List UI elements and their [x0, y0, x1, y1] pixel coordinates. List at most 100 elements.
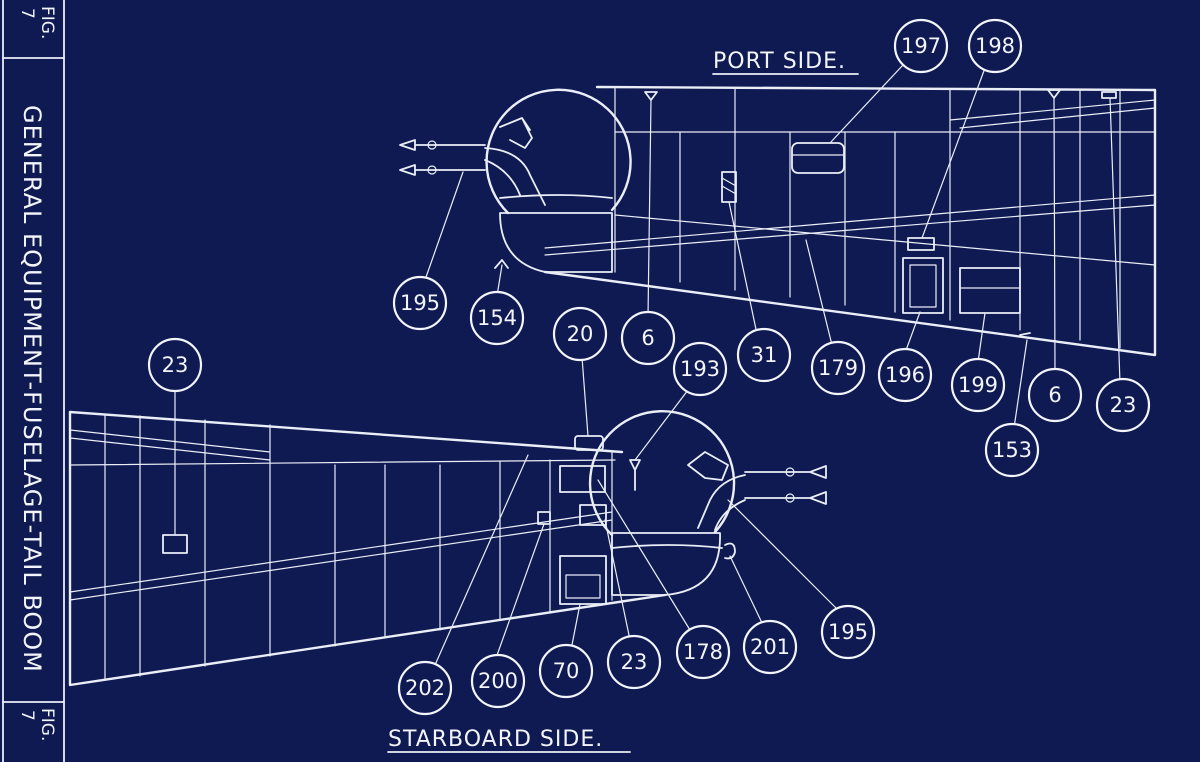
starboard-frames — [104, 413, 613, 681]
starboard-equipment-70 — [559, 555, 607, 605]
leader-196 — [904, 311, 921, 354]
port-equipment-197 — [791, 142, 845, 174]
starboard-turret-dome — [588, 410, 736, 537]
fig-label-bottom: FIG. — [37, 708, 57, 741]
port-gunner-sight — [499, 117, 533, 149]
port-equipment-31-hatch — [721, 177, 737, 195]
port-turret-dome — [485, 88, 632, 215]
port-equipment-196-inner — [909, 264, 937, 308]
port-fitting-153 — [1019, 332, 1031, 336]
starboard-longeron-diag-2 — [69, 511, 613, 593]
starboard-gun-cradle — [697, 474, 746, 531]
leader-197 — [829, 64, 904, 144]
port-turret-base — [499, 212, 613, 273]
callouts: 197 198 195 154 6 31 179 196 199 6 23 15… — [147, 18, 1151, 716]
leader-153 — [1013, 339, 1028, 429]
svg-text:31: 31 — [751, 343, 778, 367]
svg-text:198: 198 — [975, 34, 1015, 58]
leader-179 — [805, 239, 833, 346]
callout-20: 20 — [552, 306, 608, 362]
svg-text:23: 23 — [1110, 393, 1137, 417]
title-strip: FIG. 7 GENERAL EQUIPMENT-FUSELAGE-TAIL B… — [2, 0, 65, 762]
svg-text:201: 201 — [750, 635, 790, 659]
svg-text:196: 196 — [885, 363, 925, 387]
port-turret-ring — [499, 194, 613, 199]
svg-text:153: 153 — [992, 438, 1032, 462]
starboard-turret-ring — [611, 544, 723, 549]
svg-text:20: 20 — [567, 322, 594, 346]
callout-202: 202 — [397, 660, 453, 716]
starboard-equipment-20 — [574, 435, 604, 451]
callout-70: 70 — [538, 643, 594, 699]
leader-195-stbd — [727, 499, 841, 613]
fig-label-top: FIG. — [37, 6, 57, 39]
svg-text:178: 178 — [683, 640, 723, 664]
port-frames — [614, 87, 1121, 349]
leader-70 — [570, 603, 581, 651]
leader-23-port — [1109, 97, 1121, 384]
port-gun-lower-muzzle — [427, 165, 437, 175]
port-brace-2 — [959, 107, 1156, 129]
callout-196: 196 — [877, 347, 933, 403]
starboard-turret-base — [611, 532, 721, 596]
port-lamp-6b — [1047, 89, 1061, 99]
svg-text:193: 193 — [680, 357, 720, 381]
callout-201: 201 — [742, 619, 798, 675]
port-longeron-diag-1 — [544, 194, 1156, 249]
starboard-side-label: STARBOARD SIDE. — [388, 727, 603, 752]
drawing-title: GENERAL EQUIPMENT-FUSELAGE-TAIL BOOM — [18, 105, 46, 673]
port-brace-1 — [949, 99, 1156, 121]
starboard-fitting-201 — [724, 542, 736, 560]
starboard-equipment-23b — [579, 504, 607, 526]
leader-193 — [634, 389, 689, 461]
port-gun-upper — [399, 139, 486, 151]
svg-text:179: 179 — [818, 356, 858, 380]
callout-23-stbd: 23 — [147, 337, 203, 393]
starboard-brace-2 — [69, 437, 271, 461]
callout-200: 200 — [470, 653, 526, 709]
svg-text:6: 6 — [641, 326, 654, 350]
port-fitting-154 — [494, 259, 509, 269]
port-gun-upper-muzzle — [427, 140, 437, 150]
starboard-longeron-diag-1 — [69, 519, 613, 601]
svg-text:199: 199 — [958, 373, 998, 397]
starboard-gun-lower — [744, 491, 827, 505]
svg-text:202: 202 — [405, 676, 445, 700]
port-gun-cradle — [484, 147, 546, 206]
svg-text:197: 197 — [901, 34, 941, 58]
starboard-side-view: STARBOARD SIDE. — [68, 410, 827, 753]
callout-179: 179 — [810, 340, 866, 396]
fig-number-top: 7 — [17, 8, 37, 19]
leader-31 — [728, 201, 758, 335]
starboard-equipment-178 — [559, 465, 606, 493]
leader-198 — [921, 67, 986, 239]
callout-193: 193 — [672, 341, 728, 397]
svg-text:23: 23 — [621, 650, 648, 674]
leader-199 — [977, 312, 986, 363]
port-equipment-196 — [902, 257, 944, 314]
fig-number-bottom: 7 — [17, 710, 37, 721]
callout-197: 197 — [893, 18, 949, 74]
svg-text:195: 195 — [400, 291, 440, 315]
svg-text:6: 6 — [1048, 383, 1061, 407]
callout-195-port: 195 — [392, 275, 448, 331]
starboard-fitting-193 — [629, 459, 641, 491]
starboard-equipment-23 — [162, 534, 188, 554]
callout-198: 198 — [967, 18, 1023, 74]
starboard-gun-lower-muzzle — [785, 493, 795, 503]
callout-195-stbd: 195 — [820, 604, 876, 660]
starboard-boom-outline — [68, 410, 667, 687]
starboard-longeron-upper — [69, 459, 616, 466]
leader-lines — [174, 64, 1121, 666]
port-longeron-diag-2 — [544, 204, 1156, 256]
port-boom-outline — [543, 85, 1157, 357]
port-gun-lower — [399, 164, 486, 176]
callout-6a: 6 — [620, 310, 676, 366]
svg-text:154: 154 — [477, 306, 517, 330]
starboard-brace-1 — [69, 429, 271, 453]
port-side-view: PORT SIDE. — [399, 49, 1157, 357]
leader-154 — [496, 264, 503, 297]
svg-text:195: 195 — [828, 620, 868, 644]
